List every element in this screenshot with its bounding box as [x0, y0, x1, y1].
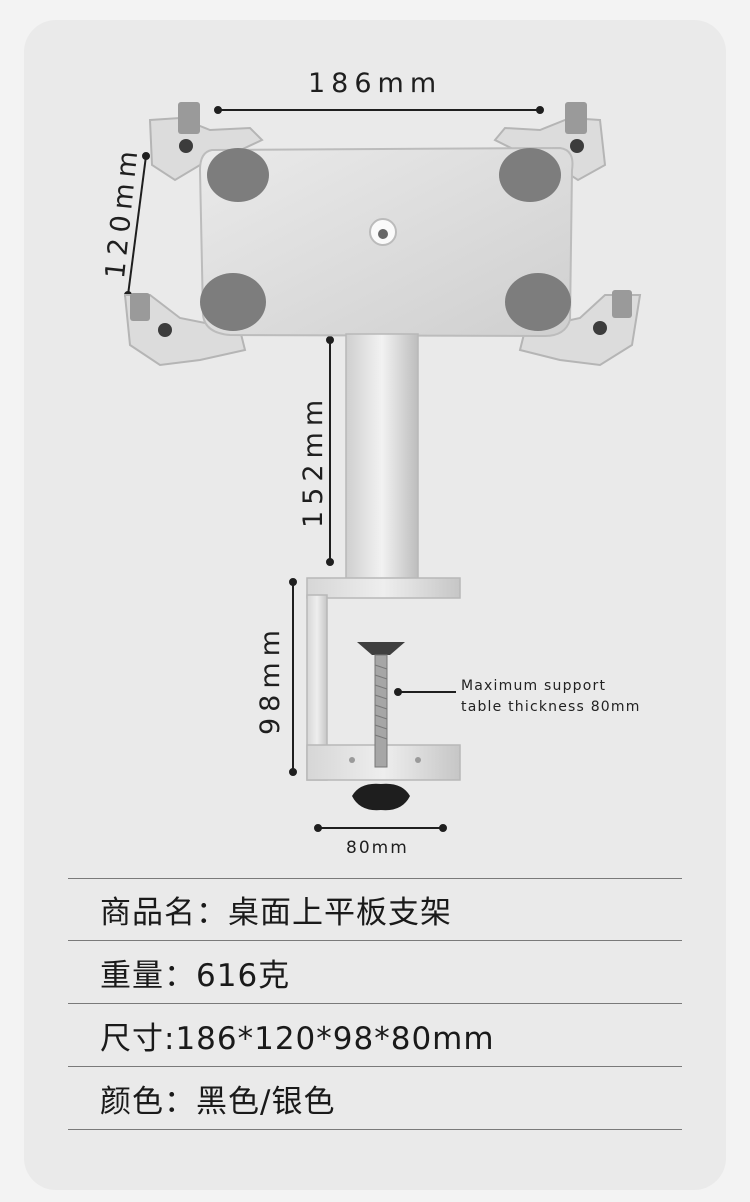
- dimension-lines: [124, 106, 544, 832]
- spec-row-color: 颜色：黑色/银色: [68, 1067, 682, 1130]
- clamp-holes: [349, 757, 421, 763]
- clamp-dimension: 98mm: [255, 624, 286, 735]
- tablet-stand-illustration: [123, 102, 642, 832]
- spec-table: 商品名：桌面上平板支架 重量：616克 尺寸:186*120*98*80mm 颜…: [68, 878, 682, 1130]
- screw-pad: [357, 642, 405, 655]
- rubber-pads: [200, 148, 571, 331]
- support-pole: [345, 333, 419, 591]
- rod-threads: [374, 664, 388, 740]
- knob-icon[interactable]: [352, 783, 410, 811]
- base-dimension: 80mm: [346, 838, 409, 858]
- spec-row-name: 商品名：桌面上平板支架: [68, 878, 682, 941]
- pole-dimension: 152mm: [298, 393, 329, 528]
- spec-row-size: 尺寸:186*120*98*80mm: [68, 1004, 682, 1067]
- threaded-rod: [374, 654, 388, 768]
- bracket-clips: [130, 102, 632, 337]
- screw-head: [378, 229, 388, 239]
- product-figure: 186mm 120mm 152mm 98mm 80mm Maximum supp…: [100, 68, 642, 858]
- spec-row-weight: 重量：616克: [68, 941, 682, 1004]
- note-line-2: table thickness 80mm: [461, 699, 641, 715]
- width-dimension: 186mm: [308, 68, 443, 99]
- note-line-1: Maximum support: [461, 678, 607, 694]
- max-thickness-note: Maximum support table thickness 80mm: [461, 676, 641, 718]
- clamp-top: [306, 577, 461, 599]
